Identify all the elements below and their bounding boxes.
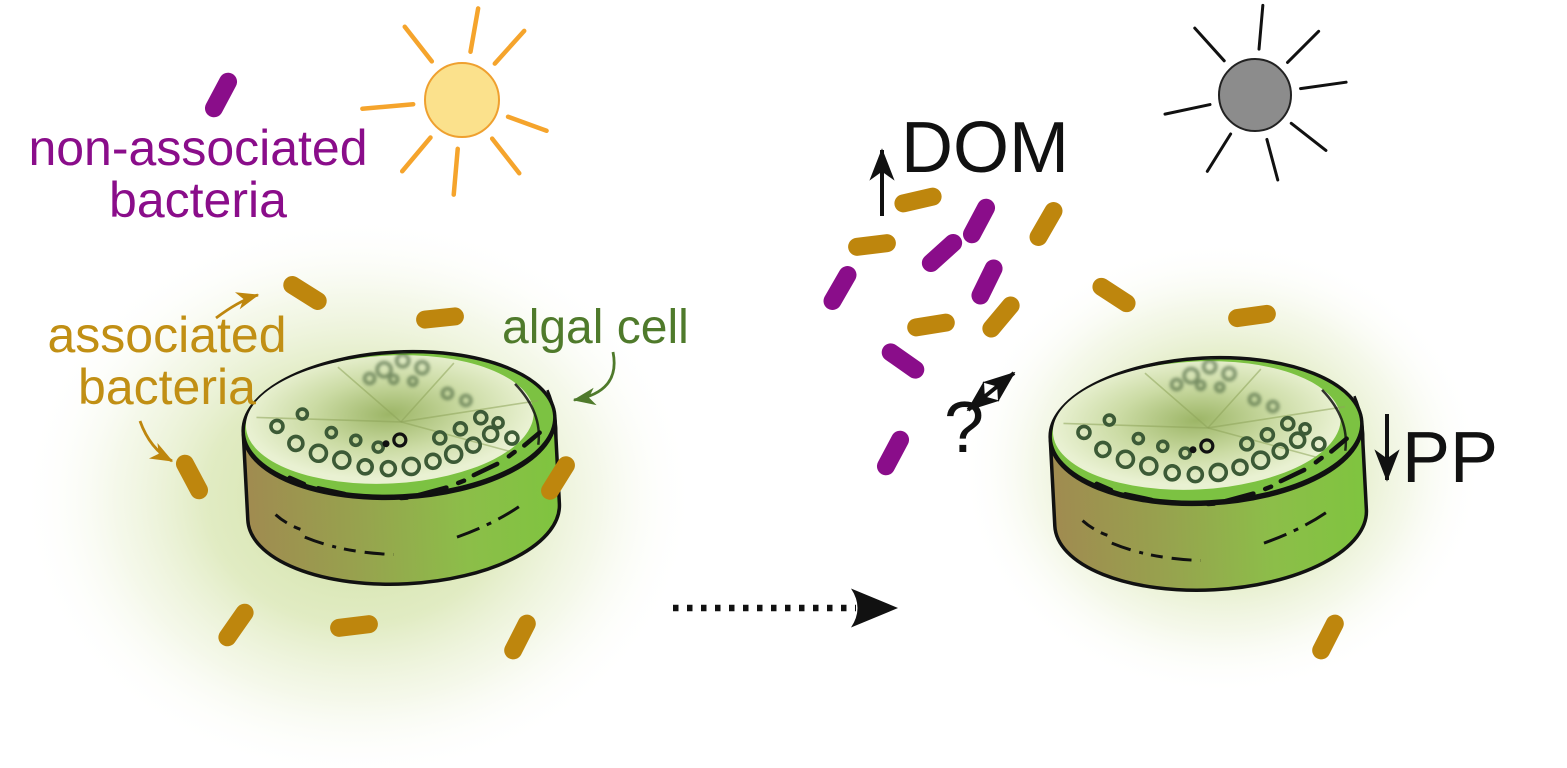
associated-bacteria-label-line2: bacteria [78,359,256,415]
associated-bacteria-label-line1: associated [47,307,287,363]
algal-cell-label: algal cell [502,301,689,354]
dark-sun-icon [1163,3,1348,182]
label-pointer-arrow-icon [572,351,616,406]
dom-label: DOM [901,108,1069,188]
non-associated-bacteria-label-line1: non-associated [28,120,368,176]
associated-bacterium-icon [847,233,897,257]
transition-dotted-arrow-icon [673,588,898,628]
associated-bacterium-icon [892,185,944,215]
pp-label: PP [1402,418,1499,498]
non-associated-bacteria-label: non-associated bacteria [0,122,398,226]
algal-cell-icon [1046,350,1370,598]
non-associated-bacterium-icon [959,195,999,247]
non-associated-bacterium-icon [968,256,1006,308]
non-associated-bacteria-label-line2: bacteria [109,172,287,228]
associated-bacterium-icon [905,312,957,338]
non-associated-bacterium-icon [201,69,241,121]
question-mark-label: ? [944,388,985,468]
non-associated-bacterium-icon [878,339,928,383]
label-pointer-arrow-icon [138,420,174,463]
non-associated-bacterium-icon [820,262,860,314]
non-associated-bacterium-icon [873,427,913,479]
sun-icon [360,6,549,197]
label-pointer-arrow-icon [215,292,260,320]
associated-bacterium-icon [1026,198,1066,250]
exchange-double-arrow-icon [966,371,1016,412]
associated-bacteria-label: associated bacteria [0,309,342,413]
non-associated-bacterium-icon [918,230,966,276]
